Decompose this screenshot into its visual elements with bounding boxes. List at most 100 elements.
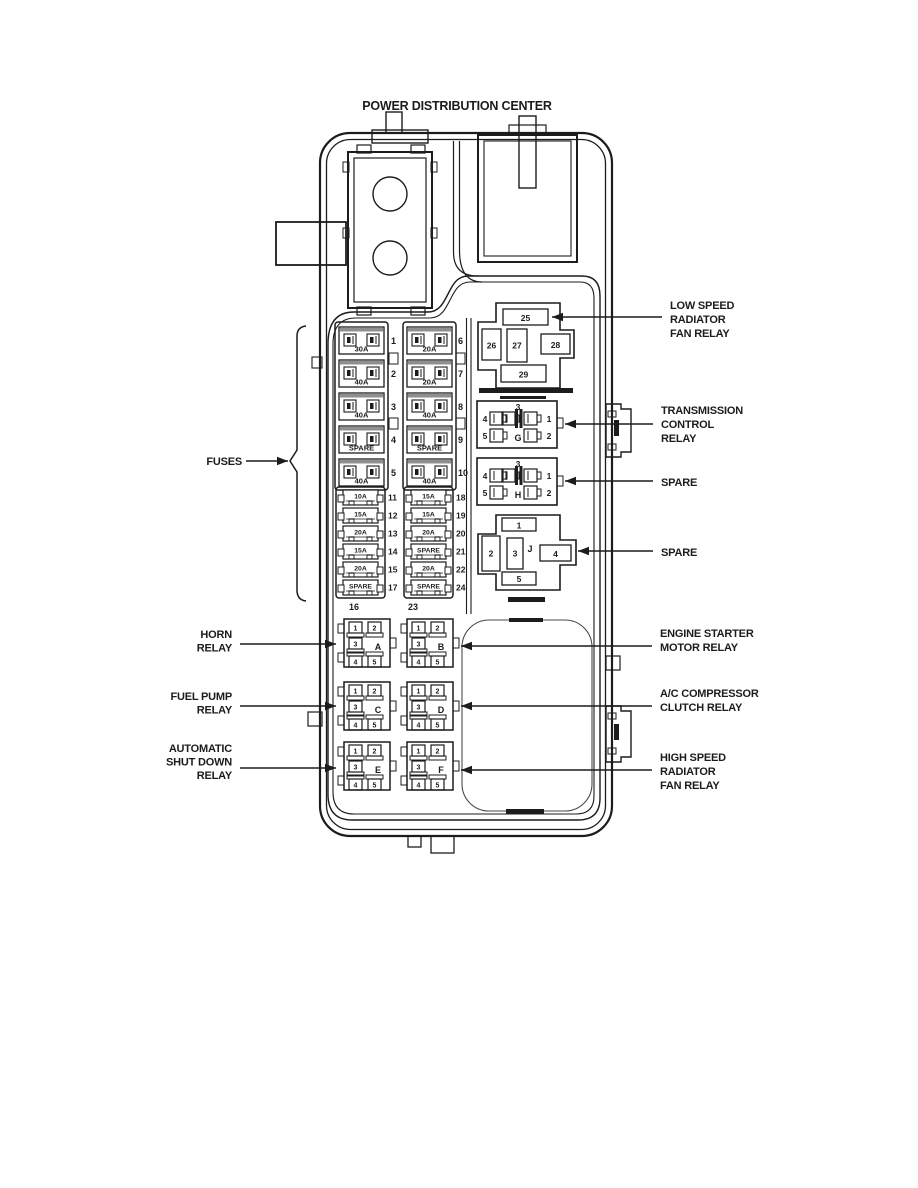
shape: [347, 370, 351, 376]
fuse-leg: [366, 536, 373, 542]
fuse-rating: 15A: [422, 494, 435, 501]
fuse-rating: SPARE: [417, 444, 442, 453]
separator-mark: [509, 618, 543, 622]
shape: [411, 333, 425, 347]
terminal-label: 1: [354, 689, 358, 696]
callout-arrow: [246, 456, 288, 466]
terminal-label: 4: [354, 783, 358, 790]
terminal-label: 2: [436, 626, 440, 633]
small-fuse-11: 10A: [337, 489, 384, 506]
shape: [366, 366, 380, 380]
fuse-leg: [434, 554, 441, 560]
callout-arrow: [461, 641, 652, 651]
callout-label-line: RELAY: [197, 643, 233, 655]
fuse-nub-left: [337, 494, 345, 503]
fuse-terminal: [366, 432, 380, 446]
fuse-number: 2: [391, 369, 396, 379]
separator-mark: [500, 396, 546, 399]
fuse-leg: [348, 518, 355, 524]
blade-base: [409, 755, 428, 761]
fuse-number: 11: [388, 493, 397, 503]
fuse-number: 8: [458, 402, 463, 412]
fuse-leg: [416, 500, 423, 506]
fuse-rating: 15A: [422, 512, 435, 519]
callout-label-line: RELAY: [661, 433, 697, 445]
terminal-label: 3: [354, 765, 358, 772]
side-mount-bracket: [275, 221, 347, 266]
fuse-column-footer: 23: [408, 602, 418, 612]
right-edge-tab: [605, 655, 621, 671]
blade-base: [409, 771, 428, 777]
relay-letter: E: [375, 765, 381, 775]
separator-mark: [479, 388, 573, 393]
fuse-nub-right: [376, 566, 384, 575]
top-mount-tab: [371, 111, 429, 144]
callout-fuses: FUSES: [206, 456, 288, 468]
fuse-rating: 40A: [423, 411, 437, 420]
relay-h-right-nub: [556, 475, 564, 487]
fuse-rating: SPARE: [349, 584, 372, 591]
large-fuse-2: 40A: [338, 359, 385, 388]
fuse-leg: [348, 554, 355, 560]
blade-base: [409, 774, 428, 780]
relay-nub: [337, 686, 345, 697]
callout-label-line: FUSES: [206, 456, 242, 468]
terminal-label: 3: [354, 705, 358, 712]
terminal-label: 3: [417, 705, 421, 712]
plug-nub: [536, 431, 542, 440]
plug-terminal: [523, 411, 538, 426]
terminal-label: 4: [354, 723, 358, 730]
fuse-nub-right: [376, 494, 384, 503]
fuse-terminal: [411, 432, 425, 446]
fuse-nub-right: [444, 494, 452, 503]
fuse-nub-right: [444, 548, 452, 557]
fuse-top-shade: [408, 427, 451, 431]
callout-label-line: RADIATOR: [660, 766, 716, 778]
fuse-terminal: [411, 399, 425, 413]
shape: [415, 370, 419, 376]
terminal-label: 3: [516, 459, 521, 469]
fuse-leg: [434, 590, 441, 596]
callout-label-line: AUTOMATIC: [169, 743, 232, 755]
top-divider-line: [452, 141, 479, 277]
fuse-terminal: [366, 333, 380, 347]
fuse-number: 18: [456, 493, 466, 503]
callout-label-line: FAN RELAY: [670, 328, 730, 340]
fuse-rating: 40A: [355, 477, 369, 486]
terminal-5: [501, 571, 537, 586]
terminal-label: 25: [521, 313, 531, 323]
callout-label-line: ENGINE STARTER: [660, 628, 754, 640]
plug-nub: [536, 471, 542, 480]
terminal-label: 2: [489, 549, 494, 559]
blade-base: [346, 632, 365, 638]
blade-base: [346, 695, 365, 701]
fuse-leg: [348, 590, 355, 596]
relay-nub: [337, 746, 345, 757]
relay-nub: [400, 686, 408, 697]
shape: [343, 333, 357, 347]
terminal-label: 1: [547, 471, 552, 481]
terminal-label: 1: [517, 521, 522, 531]
plug-terminal: [489, 468, 504, 483]
fuse-nub-right: [376, 548, 384, 557]
shape: [343, 399, 357, 413]
relay-g-right-nub: [556, 417, 564, 429]
callout-label-line: RADIATOR: [670, 314, 726, 326]
terminal-label: 29: [519, 370, 529, 380]
fuse-terminal: [366, 399, 380, 413]
fuse-number: 17: [388, 583, 398, 593]
shape: [415, 337, 419, 343]
callout-arrow: [461, 701, 652, 711]
fuse-terminal: [366, 465, 380, 479]
shape: [434, 399, 448, 413]
callout-label-line: TRANSMISSION: [661, 405, 743, 417]
plug-nub: [502, 414, 508, 423]
fuse-leg: [416, 518, 423, 524]
fuse-nub-left: [405, 566, 413, 575]
terminal-label: 3: [513, 549, 518, 559]
